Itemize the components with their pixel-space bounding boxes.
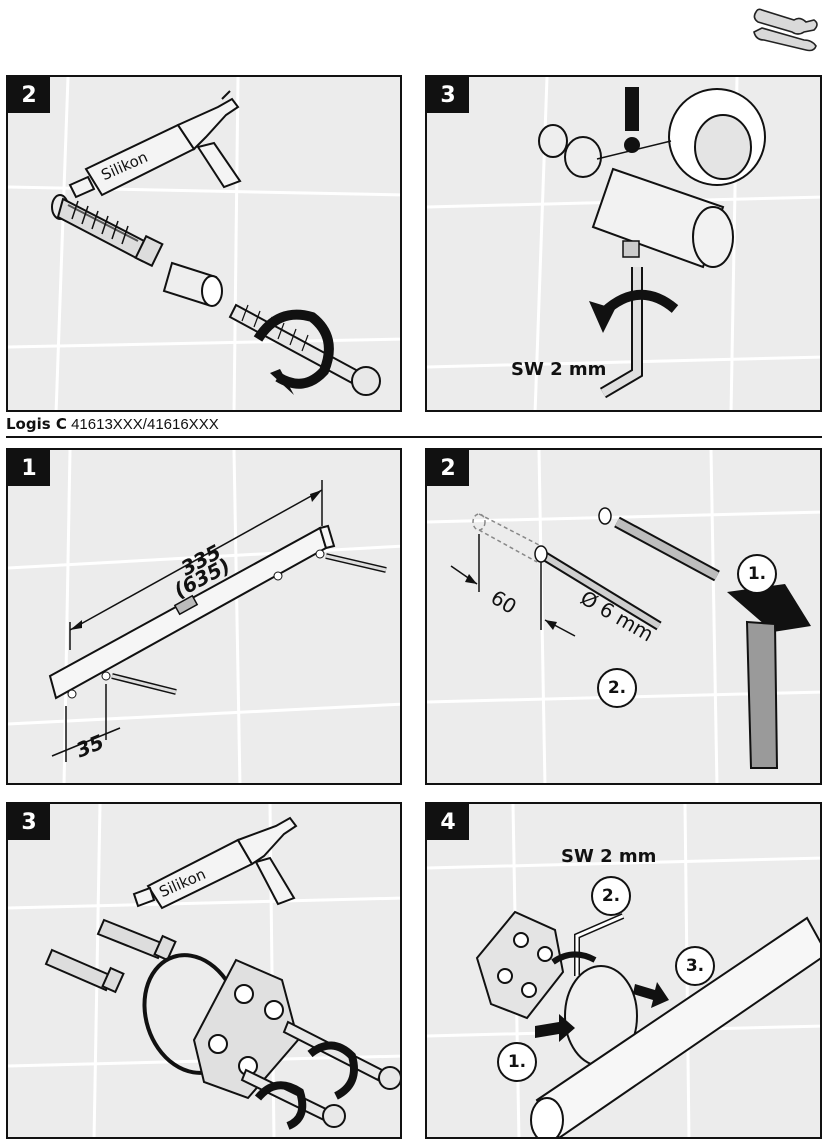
step-number: 3	[8, 804, 50, 840]
rail-mount-illustration	[475, 910, 820, 1137]
step-panel-top-2: Silikon 2	[6, 75, 402, 412]
step-panel-4: SW 2 mm 1. 2. 3. 4	[425, 802, 822, 1139]
article-numbers: 41613XXX/41616XXX	[71, 416, 219, 433]
step-action-1: 1.	[497, 1042, 537, 1082]
step-action-2: 2.	[597, 668, 637, 708]
hex-key-size-label: SW 2 mm	[511, 359, 607, 380]
step-number: 2	[8, 77, 50, 113]
step-panel-top-3: SW 2 mm 3	[425, 75, 822, 412]
product-model-heading: Logis C 41613XXX/41616XXX	[6, 415, 219, 433]
step-panel-3: Silikon 3	[6, 802, 402, 1139]
step-number: 2	[427, 450, 469, 486]
step-action-3: 3.	[675, 946, 715, 986]
step-action-1: 1.	[737, 554, 777, 594]
hex-key-size-label: SW 2 mm	[561, 846, 657, 867]
model-name: Logis C	[6, 415, 67, 433]
drill-hammer-illustration	[450, 507, 811, 769]
step-number: 4	[427, 804, 469, 840]
set-screw-illustration	[538, 87, 766, 399]
step-panel-2: 60 Ø 6 mm 1. 2. 2	[425, 448, 822, 785]
step-panel-1: 335 (635) 35 1	[6, 448, 402, 785]
step-number: 1	[8, 450, 50, 486]
silicone-plate-illustration	[44, 816, 400, 1130]
tile-wall-grid	[8, 450, 400, 783]
section-divider	[6, 436, 822, 438]
level-measurement-illustration	[48, 480, 387, 762]
silicone-dowel-screw-illustration	[51, 90, 381, 396]
step-number: 3	[427, 77, 469, 113]
step-action-2: 2.	[591, 876, 631, 916]
wrench-screwdriver-icon	[753, 8, 818, 52]
